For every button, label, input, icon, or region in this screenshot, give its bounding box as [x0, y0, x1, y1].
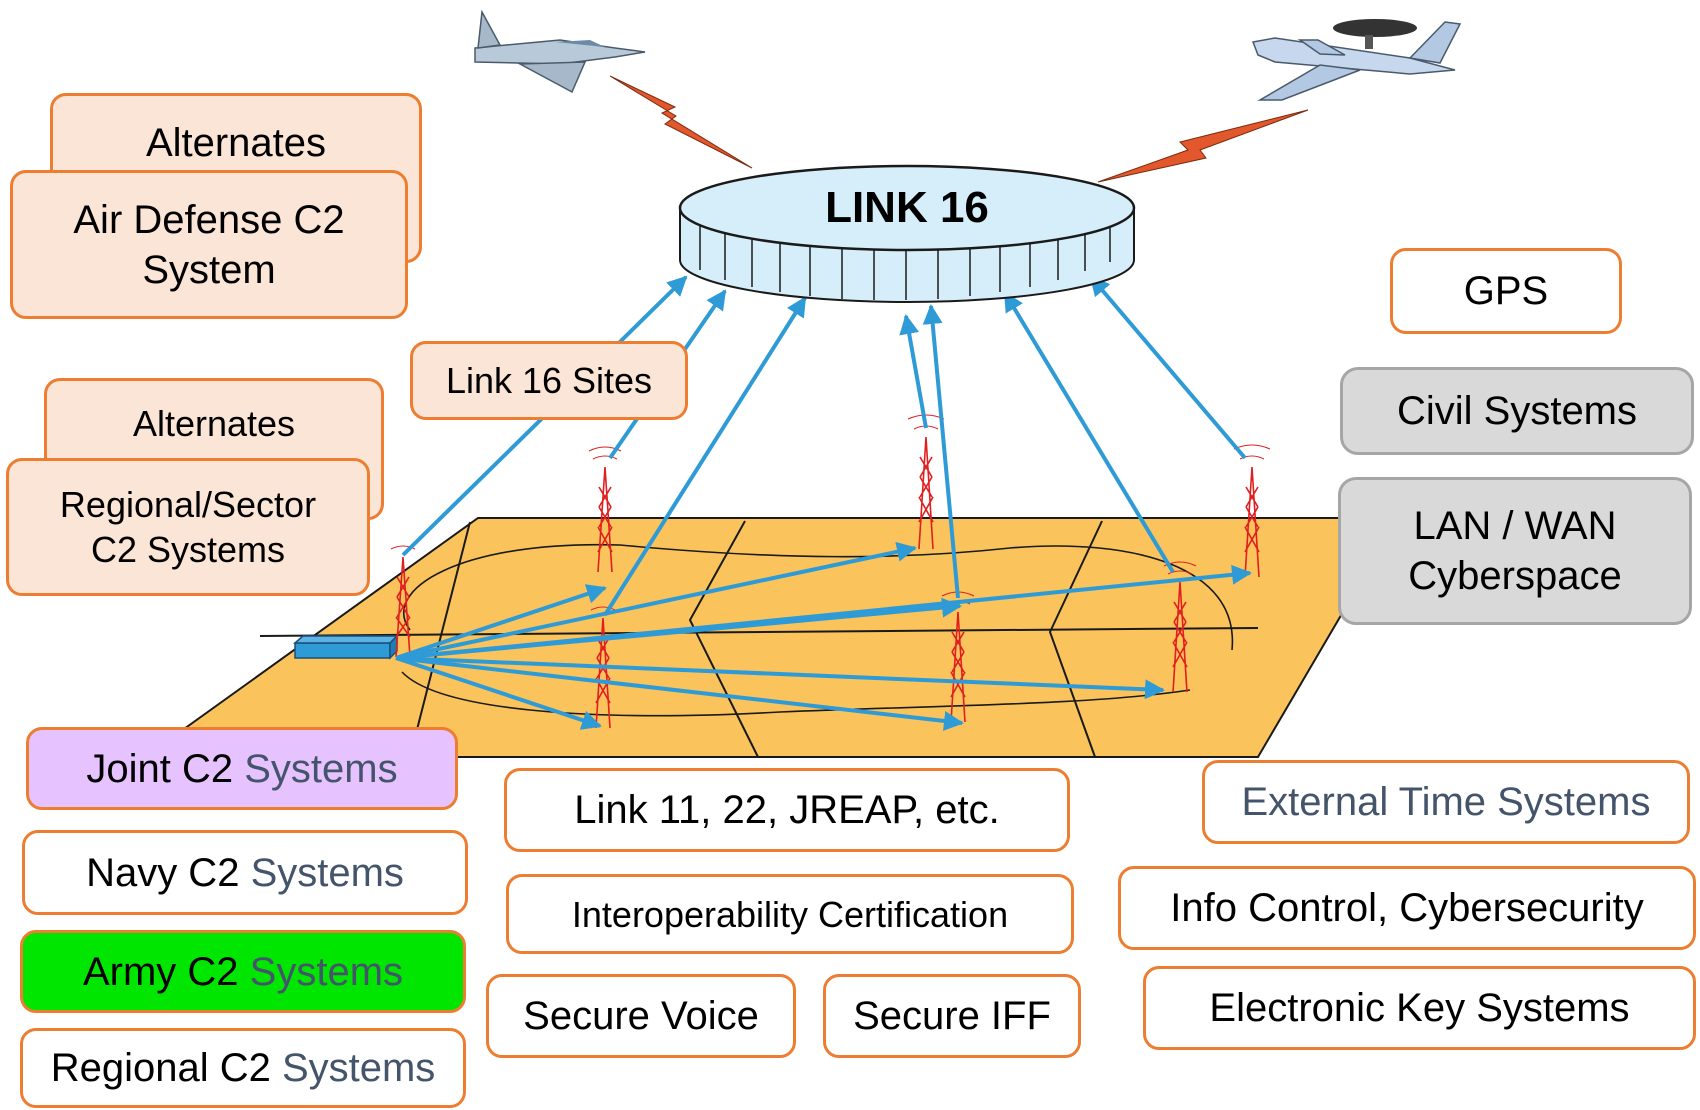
lightning-bolt	[609, 75, 753, 169]
ground-link-arrows	[395, 541, 1252, 731]
secure-iff-box: Secure IFF	[823, 974, 1081, 1058]
joint-c2-box: Joint C2 Systems	[26, 727, 458, 810]
air-defense-label-line1: Air Defense C2	[73, 197, 345, 242]
joint-c2-prefix: Joint C2	[86, 746, 245, 791]
gps-box: GPS	[1390, 248, 1622, 334]
electronic-key-label: Electronic Key Systems	[1209, 986, 1630, 1030]
navy-c2-prefix: Navy C2	[86, 850, 251, 895]
joint-c2-suffix: Systems	[244, 746, 398, 791]
electronic-key-box: Electronic Key Systems	[1143, 966, 1696, 1050]
navy-c2-box: Navy C2 Systems	[22, 830, 468, 915]
army-c2-label: Army C2 Systems	[83, 947, 403, 997]
secure-voice-label: Secure Voice	[523, 994, 759, 1038]
secure-voice-box: Secure Voice	[486, 974, 796, 1058]
lan-wan-label-line2: Cyberspace	[1408, 554, 1622, 598]
awacs-aircraft-icon	[1251, 19, 1462, 101]
interoperability-label: Interoperability Certification	[571, 893, 1009, 935]
regional-c2-suffix: Systems	[281, 1046, 436, 1090]
links-label: Link 11, 22, JREAP, etc.	[574, 788, 1000, 832]
info-control-label: Info Control, Cybersecurity	[1170, 886, 1644, 930]
links-box: Link 11, 22, JREAP, etc.	[504, 768, 1070, 852]
regional-sector-label-line2: C2 Systems	[90, 529, 286, 570]
civil-systems-box: Civil Systems	[1340, 367, 1694, 455]
external-time-box: External Time Systems	[1202, 760, 1690, 844]
regional-c2-box: Regional C2 Systems	[20, 1028, 466, 1108]
link16-sites-label: Link 16 Sites	[445, 360, 653, 401]
radio-tower	[1163, 561, 1197, 693]
regional-sector-c2-box: Regional/Sector C2 Systems	[6, 458, 370, 596]
external-time-label: External Time Systems	[1241, 780, 1651, 824]
joint-c2-label: Joint C2 Systems	[86, 744, 397, 794]
secure-iff-label: Secure IFF	[853, 994, 1051, 1038]
army-c2-prefix: Army C2	[82, 949, 250, 994]
alternates-label: Alternates	[132, 403, 296, 444]
army-c2-box: Army C2 Systems	[20, 930, 466, 1013]
regional-sector-label-line1: Regional/Sector	[59, 484, 317, 525]
regional-c2-label: Regional C2 Systems	[51, 1043, 436, 1093]
army-c2-suffix: Systems	[249, 949, 404, 994]
link16-sites-box: Link 16 Sites	[410, 341, 688, 420]
interoperability-box: Interoperability Certification	[506, 874, 1074, 954]
air-defense-label-line2: System	[142, 247, 276, 292]
ground-station-node	[293, 634, 399, 660]
civil-systems-label: Civil Systems	[1396, 389, 1638, 433]
alternates-label: Alternates	[145, 121, 327, 165]
info-control-box: Info Control, Cybersecurity	[1118, 866, 1696, 950]
ground-plane	[141, 517, 1400, 758]
radio-tower	[390, 545, 416, 658]
regional-c2-prefix: Regional C2	[50, 1046, 282, 1090]
radio-tower	[588, 446, 622, 573]
navy-c2-label: Navy C2 Systems	[86, 848, 404, 898]
lightning-bolt	[1097, 109, 1309, 183]
fighter-jet-icon	[474, 9, 646, 94]
navy-c2-suffix: Systems	[250, 850, 404, 895]
link16-title: LINK 16	[825, 183, 989, 232]
lan-wan-label-line1: LAN / WAN	[1413, 504, 1617, 548]
gps-label: GPS	[1463, 269, 1549, 313]
uplink-arrows	[401, 275, 1247, 617]
lan-wan-box: LAN / WAN Cyberspace	[1338, 477, 1692, 625]
air-defense-c2-box: Air Defense C2 System	[10, 170, 408, 319]
link16-hub	[678, 164, 1136, 303]
